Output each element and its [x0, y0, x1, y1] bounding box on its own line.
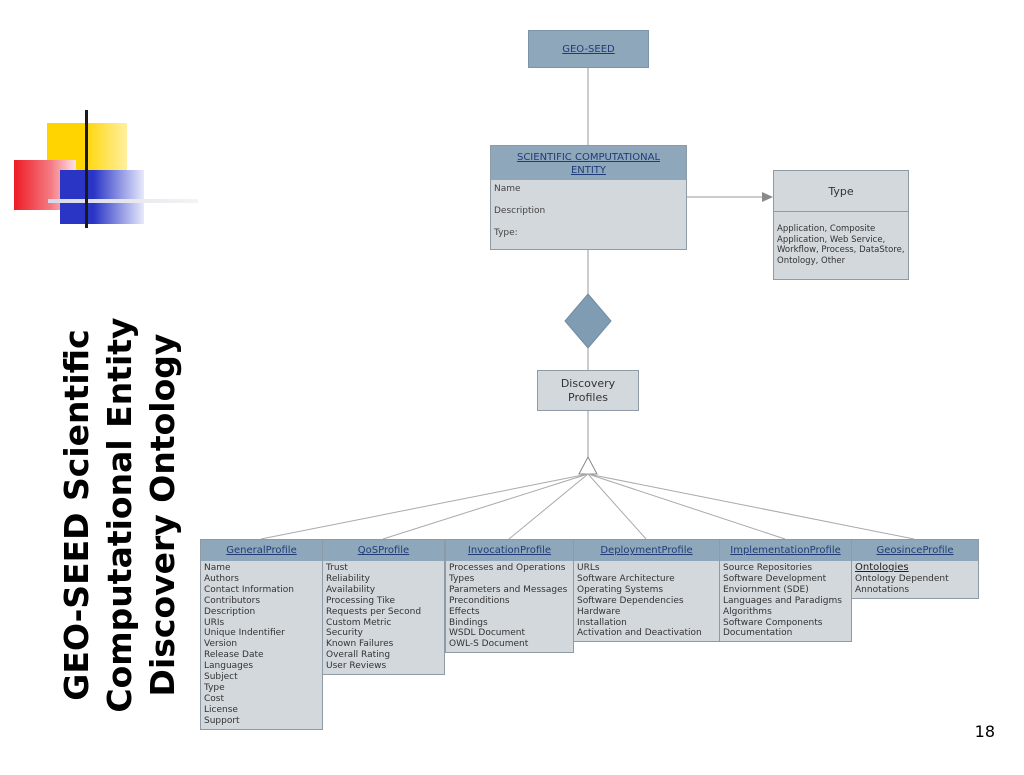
profile-item: Preconditions [449, 595, 510, 606]
profile-item: Languages and Paradigms [723, 595, 842, 606]
profile-item: Overall Rating [326, 650, 391, 661]
profile-item: URLs [577, 563, 600, 573]
aggregation-diamond [564, 293, 612, 349]
connector-general [260, 473, 589, 540]
profile-item: URIs [204, 617, 225, 628]
profile-item: License [204, 704, 238, 715]
logo-vertical-line [85, 110, 88, 228]
connector-invocation [508, 473, 589, 540]
page-number: 18 [974, 722, 995, 741]
profile-item: Custom Metric [326, 617, 392, 628]
entity-field-type: Type: [494, 228, 518, 238]
connector-deployment [587, 473, 647, 540]
profile-item: Software Development [723, 573, 827, 584]
type-arrowhead [762, 192, 773, 202]
connector-qos [382, 473, 589, 540]
type-description: Application, Composite Application, Web … [777, 224, 905, 266]
profile-item: Name [204, 563, 231, 573]
profile-item: Known Failures [326, 639, 394, 650]
profile-item: Software Dependencies [577, 595, 684, 606]
profile-item: Cost [204, 693, 225, 704]
profile-item: Subject [204, 672, 238, 683]
entity-fields: Name Description Type: [491, 180, 686, 254]
profile-title: GeneralProfile [201, 540, 322, 561]
profile-item: Contact Information [204, 584, 294, 595]
profile-title: GeosinceProfile [852, 540, 978, 561]
profile-item: WSDL Document [449, 628, 526, 639]
profile-item: Type [204, 682, 225, 693]
profile-item: Contributors [204, 595, 261, 606]
profile-title: InvocationProfile [446, 540, 573, 561]
profile-item: Description [204, 606, 256, 617]
generalization-triangle [578, 455, 598, 475]
profile-item: Enviornment (SDE) [723, 584, 809, 595]
logo-blue-square [60, 170, 144, 224]
profile-item: Annotations [855, 584, 910, 595]
discovery-profiles-label: Discovery Profiles [560, 376, 616, 404]
entity-field-description: Description [494, 206, 546, 216]
profile-item: Ontology Dependent [855, 573, 949, 584]
profile-item: Processes and Operations [449, 563, 566, 573]
profile-item: Ontologies [855, 562, 909, 573]
type-box: Type Application, Composite Application,… [773, 170, 909, 280]
profile-item: Hardware [577, 606, 621, 617]
profile-item: Support [204, 715, 240, 726]
logo-horizontal-line [48, 199, 198, 203]
profile-item: User Reviews [326, 661, 387, 672]
profile-item: Unique Indentifier [204, 628, 285, 639]
discovery-profiles-box: Discovery Profiles [537, 370, 639, 411]
entity-box: SCIENTIFIC COMPUTATIONAL ENTITY Name Des… [490, 145, 687, 250]
profile-title: ImplementationProfile [720, 540, 851, 561]
profile-item: Documentation [723, 628, 793, 639]
geo-seed-box: GEO-SEED [528, 30, 649, 68]
profile-item: Languages [204, 661, 254, 672]
profile-item: Parameters and Messages [449, 584, 568, 595]
profile-item: Types [449, 573, 475, 584]
profile-item: Availability [326, 584, 376, 595]
profile-item: Bindings [449, 617, 488, 628]
connector-geosince [587, 473, 915, 540]
profile-item: Software Architecture [577, 573, 675, 584]
entity-field-name: Name [494, 184, 521, 194]
connector-implementation [587, 473, 786, 540]
profile-item: Effects [449, 606, 480, 617]
profile-item: Release Date [204, 650, 264, 661]
profile-item: Source Repositories [723, 563, 813, 573]
profile-title: QoSProfile [323, 540, 444, 561]
profile-item: Trust [326, 563, 348, 573]
type-title: Type [774, 171, 908, 212]
profile-item: Reliability [326, 573, 370, 584]
profile-item: Installation [577, 617, 627, 628]
profile-item: Authors [204, 573, 239, 584]
profile-item: Security [326, 628, 363, 639]
profile-item: Version [204, 639, 238, 650]
profile-item: Algorithms [723, 606, 772, 617]
profile-item: Processing Tike [326, 595, 396, 606]
entity-title: SCIENTIFIC COMPUTATIONAL ENTITY [491, 146, 686, 180]
profile-item: Activation and Deactivation [577, 628, 702, 639]
profile-title: DeploymentProfile [574, 540, 719, 561]
profile-item: Operating Systems [577, 584, 664, 595]
profile-item: Software Components [723, 617, 823, 628]
profile-item: Requests per Second [326, 606, 422, 617]
profile-item: OWL-S Document [449, 639, 529, 650]
